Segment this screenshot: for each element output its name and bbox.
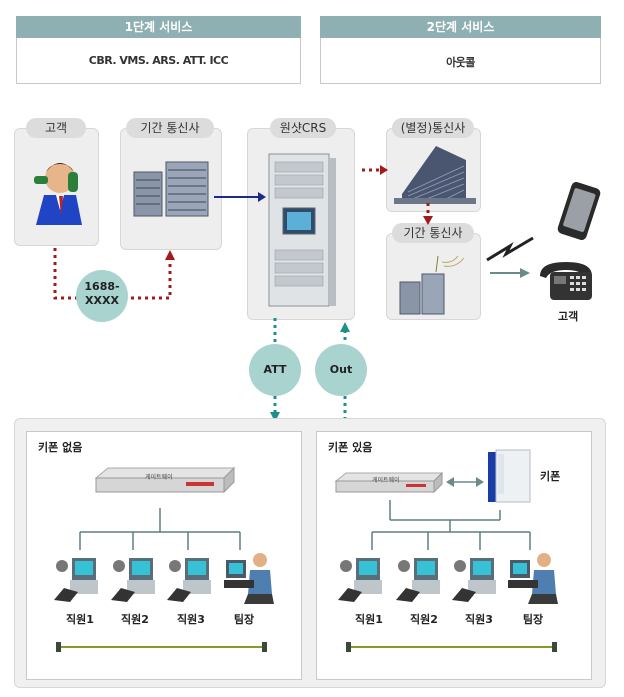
out-label: Out bbox=[329, 363, 353, 376]
keyphone-arrow bbox=[446, 477, 484, 487]
keyphone-label: 키폰 bbox=[540, 470, 561, 483]
att-label: ATT bbox=[263, 363, 287, 376]
worker-label-5: 직원2 bbox=[410, 613, 438, 626]
number-bubble: 1688- XXXX bbox=[76, 270, 128, 322]
workstation-6-icon bbox=[452, 556, 504, 604]
gateway-label-1: 게이트웨이 bbox=[145, 474, 173, 481]
service-box-1: 1단계 서비스 CBR. VMS. ARS. ATT. ICC bbox=[16, 16, 301, 84]
worker-label-1: 직원1 bbox=[66, 613, 94, 626]
customer-label: 고객 bbox=[26, 118, 86, 138]
customer-right-label: 고객 bbox=[558, 310, 579, 323]
leader-label-2: 팀장 bbox=[522, 613, 544, 626]
server-rack-icon bbox=[133, 161, 209, 217]
desk-phone-icon bbox=[540, 262, 592, 300]
keyphone-unit-icon bbox=[488, 449, 531, 503]
flow-arrows bbox=[53, 165, 534, 426]
crs-label: 원샷CRS bbox=[270, 118, 336, 138]
separate-carrier-label: (별정)통신사 bbox=[392, 118, 474, 138]
team-leader-2-icon bbox=[506, 550, 562, 604]
gateway-device-1 bbox=[94, 466, 236, 494]
server-antenna-icon bbox=[399, 255, 465, 315]
network-lines-2 bbox=[346, 500, 557, 652]
building-icon bbox=[394, 146, 476, 204]
workstation-1-icon bbox=[54, 556, 106, 604]
workstation-4-icon bbox=[338, 556, 390, 604]
carrier1-label: 기간 통신사 bbox=[126, 118, 214, 138]
mobile-phone-icon bbox=[557, 181, 601, 241]
panel1-title: 키폰 없음 bbox=[38, 441, 83, 454]
service-text-2: 아웃콜 bbox=[446, 56, 475, 69]
service-box-2: 2단계 서비스 아웃콜 bbox=[320, 16, 601, 84]
leader-label: 팀장 bbox=[233, 613, 255, 626]
att-circle: ATT bbox=[249, 344, 301, 396]
worker-label-6: 직원3 bbox=[465, 613, 493, 626]
gateway-label-2: 게이트웨이 bbox=[372, 477, 400, 484]
team-leader-icon bbox=[222, 550, 278, 604]
crs-cabinet-icon bbox=[268, 153, 336, 307]
service-header-1: 1단계 서비스 bbox=[16, 16, 301, 38]
service-text-1: CBR. VMS. ARS. ATT. ICC bbox=[88, 54, 229, 67]
worker-label-2: 직원2 bbox=[121, 613, 149, 626]
gateway-device-2 bbox=[334, 471, 444, 494]
workstation-2-icon bbox=[111, 556, 163, 604]
workstation-3-icon bbox=[167, 556, 219, 604]
panel2-title: 키폰 있음 bbox=[328, 441, 373, 454]
service-header-2: 2단계 서비스 bbox=[320, 16, 601, 38]
carrier2-label: 기간 통신사 bbox=[392, 223, 474, 243]
worker-label-3: 직원3 bbox=[177, 613, 205, 626]
customer-person-icon bbox=[34, 163, 82, 225]
worker-label-4: 직원1 bbox=[355, 613, 383, 626]
workstation-5-icon bbox=[396, 556, 448, 604]
out-circle: Out bbox=[315, 344, 367, 396]
network-lines-1 bbox=[56, 508, 267, 652]
